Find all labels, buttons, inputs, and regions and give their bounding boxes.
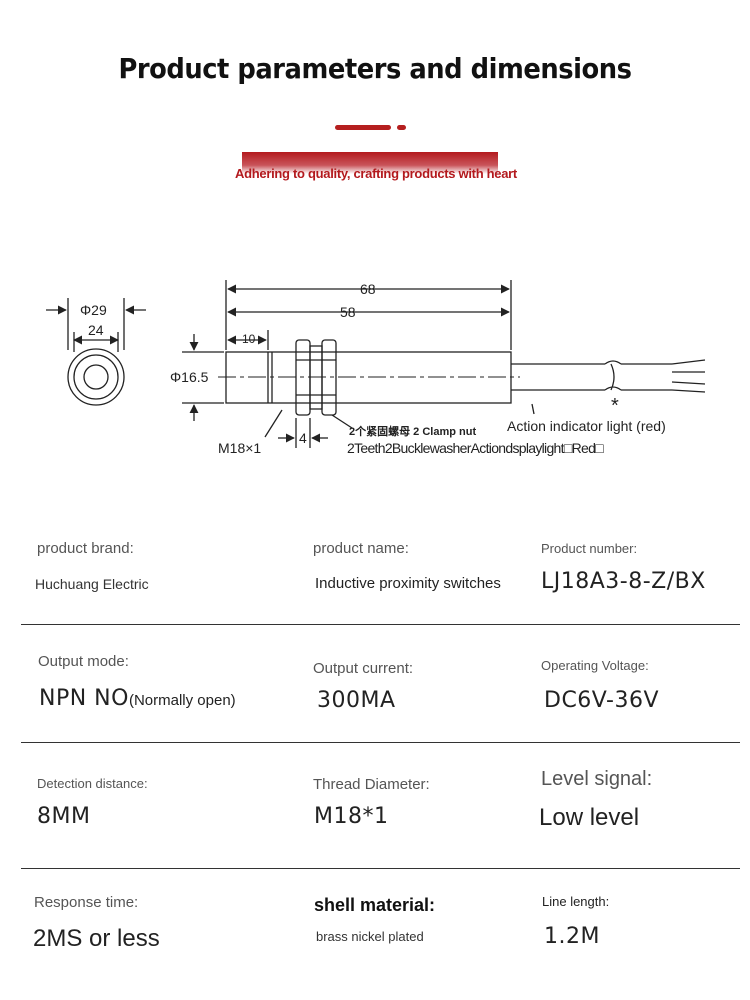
title-accent-dot bbox=[397, 125, 406, 130]
title-accent-bar bbox=[335, 125, 391, 130]
spec-value-brand: Huchuang Electric bbox=[35, 576, 149, 592]
spec-label-thread: Thread Diameter: bbox=[313, 776, 430, 793]
output-mode-value: NPN NO bbox=[39, 686, 129, 711]
sensor-cable bbox=[511, 363, 605, 391]
spec-label-name: product name: bbox=[313, 540, 409, 557]
slogan-text: Adhering to quality, crafting products w… bbox=[235, 166, 517, 181]
row-divider-2 bbox=[21, 742, 740, 743]
spec-value-voltage: DC6V-36V bbox=[544, 688, 660, 713]
spec-label-line: Line length: bbox=[542, 894, 610, 909]
end-view-outer-circle bbox=[67, 348, 125, 406]
dim-body-diameter: Φ16.5 bbox=[170, 369, 209, 385]
spec-label-brand: product brand: bbox=[37, 540, 134, 557]
spec-value-name: Inductive proximity switches bbox=[315, 575, 501, 592]
spec-value-detection: 8MM bbox=[37, 804, 91, 829]
dim-thread-length: 58 bbox=[340, 304, 356, 320]
dimension-drawing: Φ29 24 68 58 10 Φ16.5 4 M18×1 * bbox=[46, 280, 706, 456]
spec-label-shell: shell material: bbox=[314, 895, 436, 915]
dim-total-length: 68 bbox=[360, 281, 376, 297]
spec-label-output-mode: Output mode: bbox=[38, 653, 129, 670]
spec-value-response: 2MS or less bbox=[33, 925, 160, 952]
spec-value-line: 1.2M bbox=[544, 924, 600, 949]
spec-value-shell: brass nickel plated bbox=[316, 929, 424, 944]
spec-value-output-mode: NPN NO(Normally open) bbox=[39, 686, 236, 711]
end-view-inner-circle bbox=[73, 354, 119, 400]
indicator-mark: * bbox=[611, 395, 619, 417]
spec-value-output-current: 300MA bbox=[317, 688, 396, 713]
spec-label-response: Response time: bbox=[34, 894, 139, 911]
dim-outer-diameter: Φ29 bbox=[80, 302, 107, 318]
spec-value-number: LJ18A3-8-Z/BX bbox=[541, 569, 706, 594]
spec-label-output-current: Output current: bbox=[313, 660, 414, 677]
washer-label: 2Teeth2BucklewasherActiondsplaylight□Red… bbox=[347, 440, 604, 456]
slogan-banner bbox=[242, 152, 498, 174]
spec-label-detection: Detection distance: bbox=[37, 776, 148, 791]
spec-label-number: Product number: bbox=[541, 541, 638, 556]
spec-value-level: Low level bbox=[539, 804, 640, 831]
dim-nut: 4 bbox=[299, 430, 307, 446]
spec-label-voltage: Operating Voltage: bbox=[541, 658, 649, 673]
thread-spec: M18×1 bbox=[218, 440, 261, 456]
clamp-nut-label: 2个紧固螺母 2 Clamp nut bbox=[349, 426, 477, 438]
row-divider-3 bbox=[21, 868, 740, 869]
dim-flat: 24 bbox=[88, 322, 104, 338]
page-title: Product parameters and dimensions bbox=[118, 52, 632, 85]
output-mode-note: (Normally open) bbox=[128, 692, 236, 709]
spec-label-level: Level signal: bbox=[541, 768, 653, 790]
dim-front: 10 bbox=[242, 332, 256, 346]
spec-value-thread: M18*1 bbox=[314, 804, 389, 829]
indicator-light-label: Action indicator light (red) bbox=[507, 418, 666, 434]
row-divider-1 bbox=[21, 624, 740, 625]
